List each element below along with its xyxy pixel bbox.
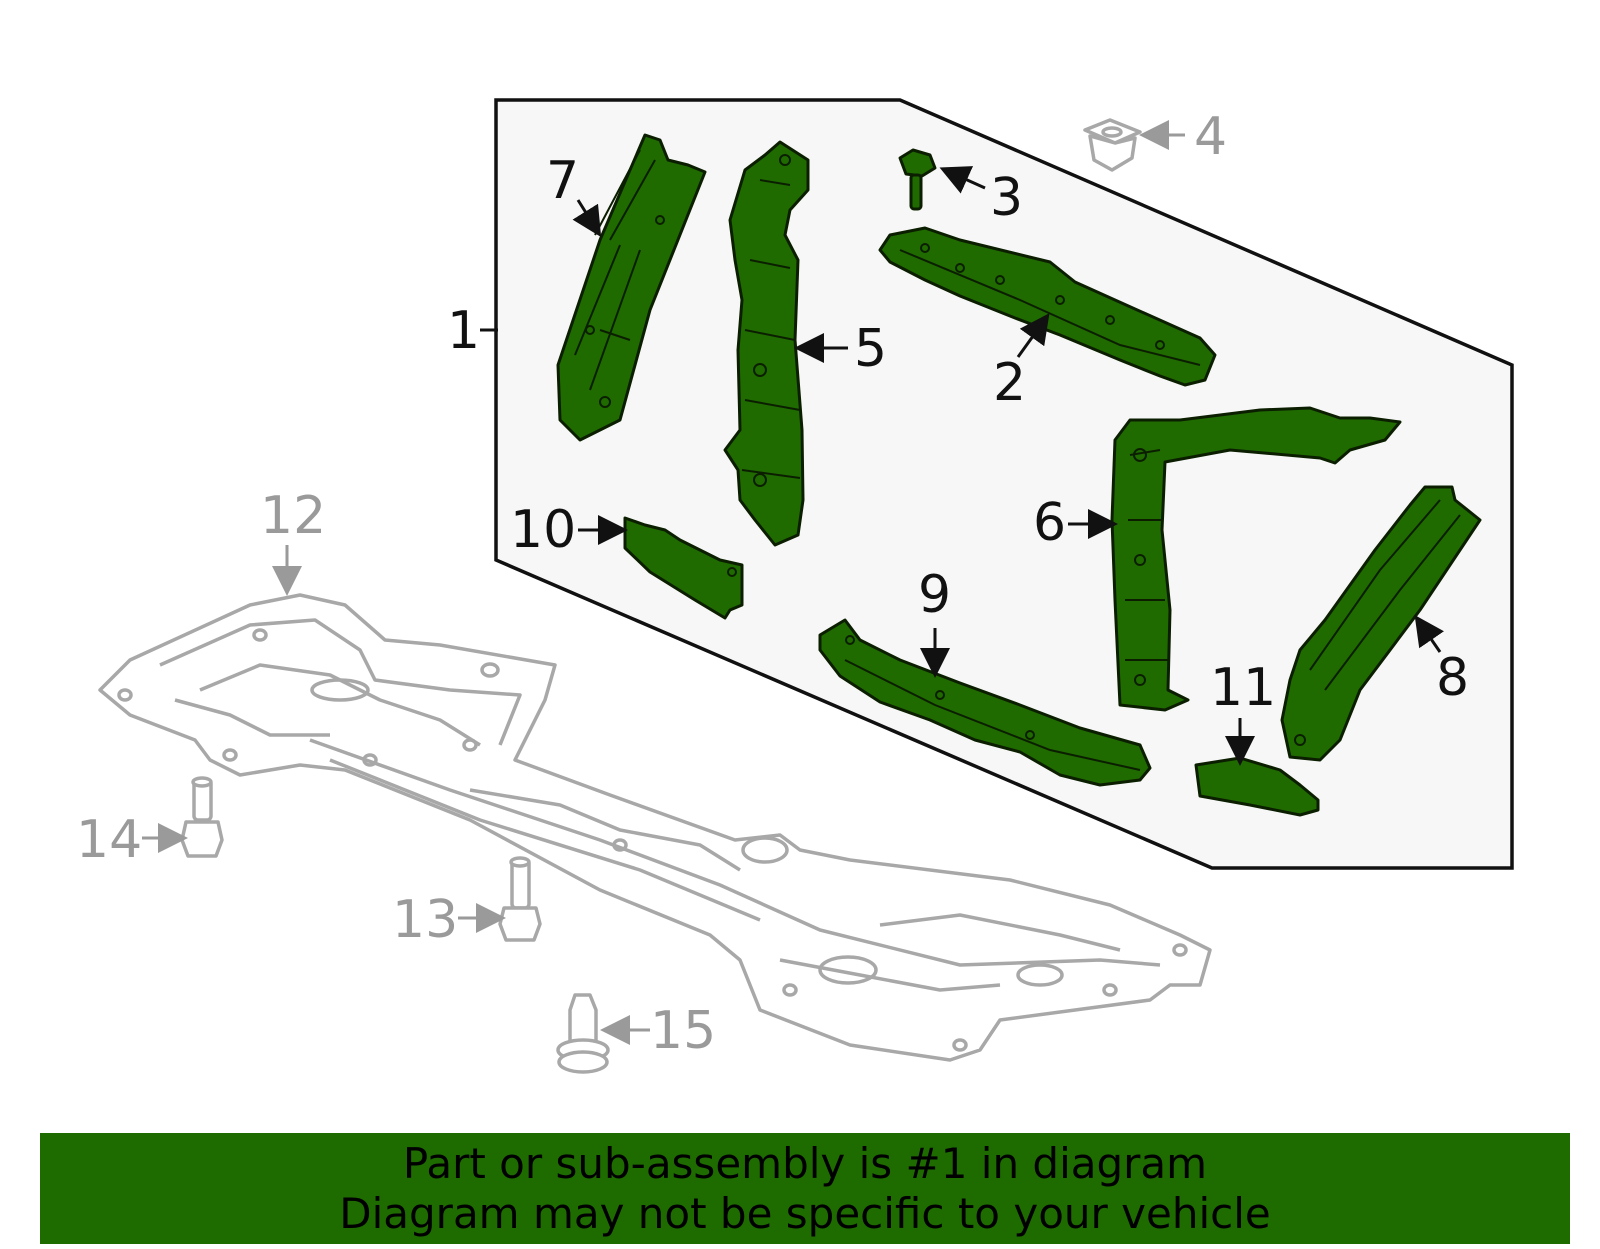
callout-1: 1 xyxy=(447,301,480,361)
callout-3: 3 xyxy=(990,168,1023,228)
callout-2: 2 xyxy=(993,353,1026,413)
bracket-part-11[interactable] xyxy=(1194,756,1320,817)
bracket-part-7[interactable] xyxy=(556,133,707,442)
bracket-part-8[interactable] xyxy=(1280,485,1482,762)
banner-line-1: Part or sub-assembly is #1 in diagram xyxy=(402,1139,1208,1188)
callout-4: 4 xyxy=(1194,107,1227,167)
callout-8: 8 xyxy=(1436,648,1469,708)
bolt-part-14[interactable] xyxy=(180,776,224,858)
bolt-part-3[interactable] xyxy=(898,148,937,211)
side-frame-part-6[interactable] xyxy=(1110,406,1402,712)
callout-10: 10 xyxy=(510,500,576,560)
clip-nut-part-4[interactable] xyxy=(1083,118,1142,172)
callout-15: 15 xyxy=(650,1001,716,1061)
callout-13: 13 xyxy=(392,890,458,950)
info-banner: Part or sub-assembly is #1 in diagram Di… xyxy=(40,1133,1570,1244)
banner-line-2: Diagram may not be specific to your vehi… xyxy=(339,1189,1271,1238)
bracket-part-10[interactable] xyxy=(623,516,744,620)
upper-tie-bar-part-2[interactable] xyxy=(878,226,1217,387)
callout-14: 14 xyxy=(76,810,142,870)
side-support-part-5[interactable] xyxy=(723,140,810,547)
callout-9: 9 xyxy=(918,565,951,625)
clip-part-15[interactable] xyxy=(556,993,610,1074)
callout-5: 5 xyxy=(854,319,887,379)
under-cover-part-12[interactable] xyxy=(98,593,1212,1062)
bolt-part-13[interactable] xyxy=(498,856,542,942)
lower-tie-bar-part-9[interactable] xyxy=(818,618,1152,787)
callout-11: 11 xyxy=(1210,658,1276,718)
callout-7: 7 xyxy=(546,151,579,211)
callout-6: 6 xyxy=(1033,493,1066,553)
callout-12: 12 xyxy=(260,486,326,546)
